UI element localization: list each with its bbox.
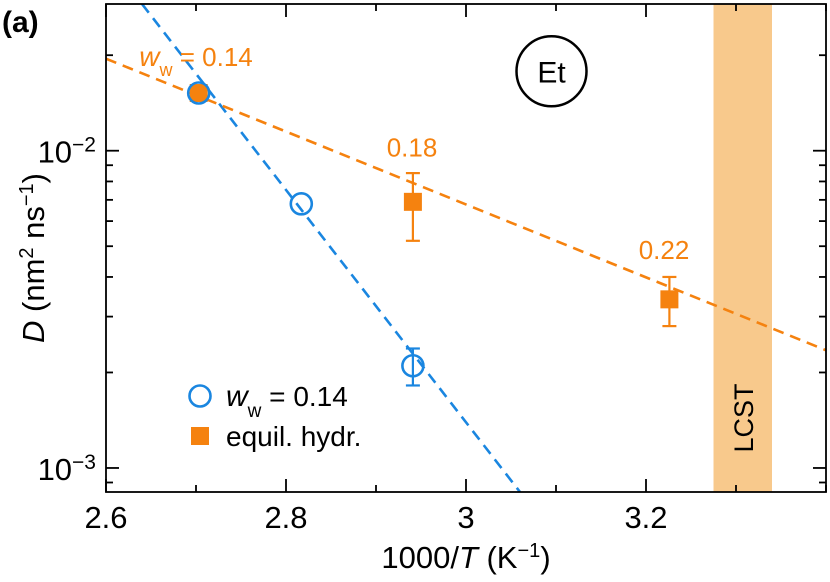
y-axis-title-close: ) <box>16 173 51 183</box>
x-tick-label: 3 <box>457 500 474 535</box>
annotation-rest: = 0.14 <box>173 42 253 72</box>
fit-line-2 <box>106 57 826 352</box>
lcst-label: LCST <box>729 383 759 452</box>
legend-var: w <box>226 380 250 413</box>
y-tick-label: 10−3 <box>38 450 96 487</box>
marker-circle-1 <box>186 81 211 105</box>
legend-rest: = 0.14 <box>261 381 347 412</box>
annotation-2: 0.18 <box>387 132 438 162</box>
legend-marker-square <box>191 427 209 445</box>
y-axis-ticks: 10−310−2 <box>38 54 826 487</box>
x-axis-title-close: ) <box>540 540 550 575</box>
y-tick-label-base: 10 <box>38 135 72 170</box>
y-tick-label-exp: −3 <box>72 450 96 473</box>
y-axis-title-sup2: −1 <box>16 183 38 206</box>
lcst-band <box>713 4 772 492</box>
marker-circle-2 <box>289 192 314 216</box>
legend-label-1: ww = 0.14 <box>226 380 348 422</box>
annotation-3: 0.22 <box>639 235 690 265</box>
x-tick-label: 2.8 <box>264 500 307 535</box>
x-tick-label: 3.2 <box>624 500 667 535</box>
annotations: ww = 0.14 0.18 0.22 <box>139 41 689 265</box>
legend-label-2: equil. hydr. <box>226 421 361 452</box>
x-axis-title-unit: (K <box>478 540 518 575</box>
marker-square-1 <box>189 84 208 103</box>
annotation-var: w <box>139 41 161 72</box>
sample-badge: Et <box>515 35 588 108</box>
legend-marker-circle <box>188 384 212 408</box>
badge-text: Et <box>537 56 566 89</box>
y-axis-title: D (nm2 ns−1) <box>16 173 51 343</box>
error-bars <box>405 171 677 387</box>
x-axis-title-sup: −1 <box>518 540 541 562</box>
y-tick-label-exp: −2 <box>72 133 96 156</box>
y-axis-title-sup1: 2 <box>16 247 38 258</box>
badge-circle <box>515 35 588 108</box>
y-axis-title-unit: (nm <box>16 259 51 321</box>
legend-rest: equil. hydr. <box>226 421 361 452</box>
x-axis-title-var: 1000/ <box>381 540 459 575</box>
panel-label: (a) <box>2 6 39 39</box>
marker-circle-3 <box>401 353 425 378</box>
fit-line-1 <box>140 4 522 492</box>
x-axis-title-italic: T <box>459 540 480 575</box>
data-markers <box>186 81 679 378</box>
annotation-sub: w <box>159 60 174 80</box>
marker-square-3 <box>660 290 679 309</box>
x-axis-ticks: 2.6 2.8 3 3.2 <box>84 4 827 535</box>
x-tick-label: 2.6 <box>84 500 127 535</box>
annotation-1: ww = 0.14 <box>139 41 252 80</box>
fit-lines <box>106 4 826 492</box>
x-axis-title: 1000/T (K−1) <box>381 540 550 575</box>
legend-sub: w <box>247 401 262 422</box>
y-tick-label-base: 10 <box>38 452 72 487</box>
marker-square-2 <box>403 192 422 211</box>
y-axis-title-var: D <box>16 321 51 343</box>
y-tick-label: 10−2 <box>38 133 96 170</box>
y-axis-title-mid: ns <box>16 206 51 247</box>
